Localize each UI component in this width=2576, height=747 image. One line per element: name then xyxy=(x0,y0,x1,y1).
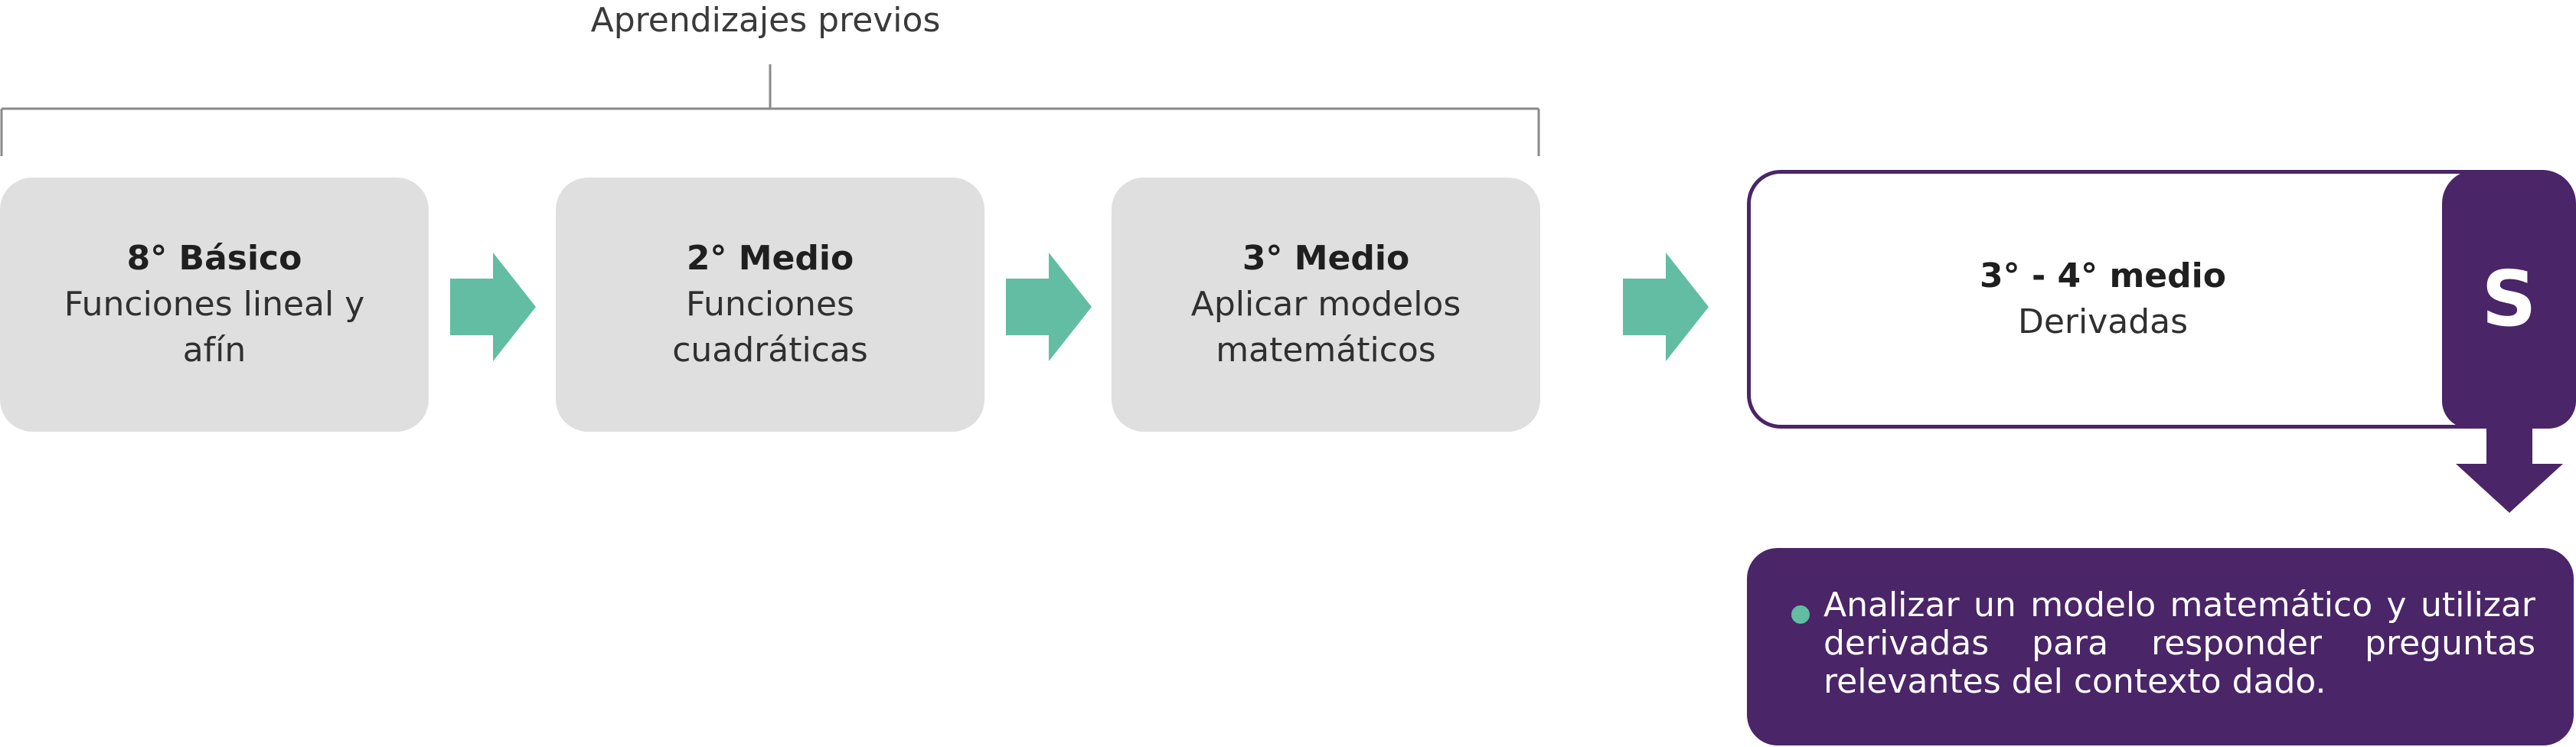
bullet-icon xyxy=(1791,605,1810,624)
right-arrow-icon xyxy=(450,253,536,361)
target-level-box: 3° - 4° medio Derivadas xyxy=(1747,170,2574,429)
down-arrow-icon xyxy=(2456,426,2563,513)
level-badge: S xyxy=(2442,170,2576,429)
step-3-medio: 3° Medio Aplicar modelos matemáticos xyxy=(1112,178,1540,432)
right-arrow-icon xyxy=(1623,253,1709,361)
step-topic: Funciones lineal y afín xyxy=(64,285,365,370)
badge-letter: S xyxy=(2481,254,2537,344)
step-8-basico: 8° Básico Funciones lineal y afín xyxy=(0,178,429,432)
target-level: 3° - 4° medio xyxy=(1980,256,2226,295)
previous-learning-title: Aprendizajes previos xyxy=(590,1,941,40)
previous-learning-bracket xyxy=(0,64,1540,156)
step-level: 8° Básico xyxy=(126,239,302,278)
step-2-medio: 2° Medio Funciones cuadráticas xyxy=(556,178,984,432)
step-topic: Funciones cuadráticas xyxy=(672,285,868,370)
learning-goal-box: Analizar un modelo matemático y utilizar… xyxy=(1747,548,2574,745)
step-level: 3° Medio xyxy=(1242,239,1410,278)
right-arrow-icon xyxy=(1006,253,1092,361)
target-topic: Derivadas xyxy=(2017,302,2189,341)
step-topic: Aplicar modelos matemáticos xyxy=(1190,285,1461,370)
learning-goal-text: Analizar un modelo matemático y utilizar… xyxy=(1823,586,2535,701)
step-level: 2° Medio xyxy=(686,239,854,278)
